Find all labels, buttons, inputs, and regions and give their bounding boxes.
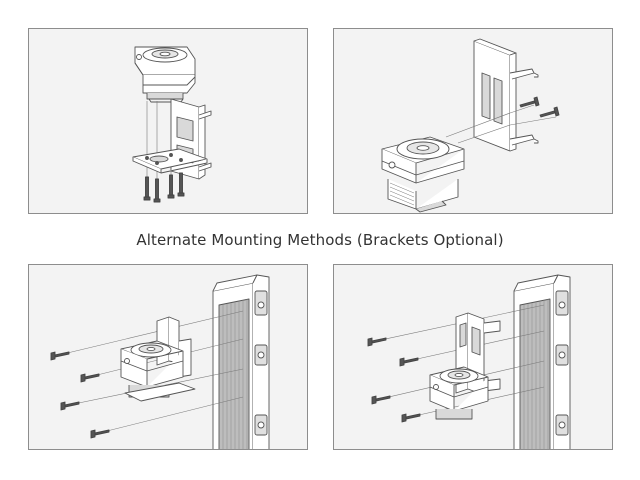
- bracket-bottom-mount-diagram: [132, 46, 212, 203]
- pump-reservoir-icon: [429, 366, 489, 420]
- radiator-icon: [513, 274, 571, 449]
- bracket-bottom-mount-panel: [28, 28, 308, 214]
- screw-icon: [519, 96, 560, 118]
- bracket-side-mount-panel: [333, 28, 613, 214]
- screw-icon: [50, 351, 110, 439]
- pump-reservoir-icon: [134, 46, 196, 103]
- diagram-caption: Alternate Mounting Methods (Brackets Opt…: [136, 231, 504, 249]
- radiator-bracket-mount-diagram: [367, 274, 571, 449]
- bracket-side-mount-diagram: [381, 38, 560, 213]
- bracket-icon: [473, 38, 539, 152]
- bracket-icon: [132, 98, 212, 180]
- screw-icon: [143, 172, 185, 203]
- radiator-icon: [212, 274, 270, 449]
- pump-reservoir-icon: [120, 340, 196, 402]
- pump-reservoir-icon: [381, 136, 465, 213]
- radiator-direct-mount-panel: [28, 264, 308, 450]
- screw-icon: [367, 337, 421, 423]
- radiator-bracket-mount-panel: [333, 264, 613, 450]
- radiator-direct-mount-diagram: [50, 274, 270, 449]
